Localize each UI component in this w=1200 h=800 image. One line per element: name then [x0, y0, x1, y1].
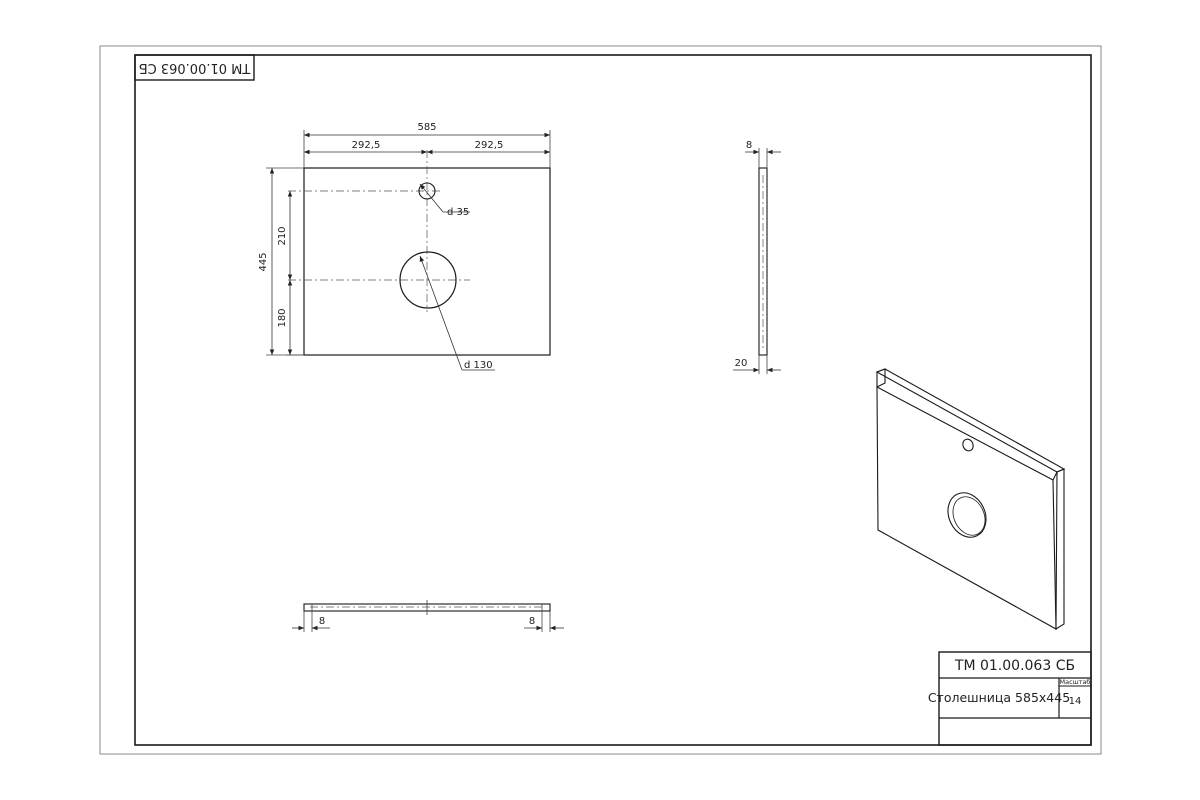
- large-hole-label: d 130: [464, 360, 493, 371]
- dim-lower: 180: [277, 308, 288, 327]
- leader-large-hole: [419, 255, 463, 371]
- isometric-view: [875, 368, 1066, 630]
- dim-total-height: 445: [258, 252, 269, 271]
- countertop-outline: [303, 167, 551, 356]
- small-hole: [418, 182, 436, 200]
- side-dim-top: 8: [746, 140, 752, 151]
- isometric-small-hole: [962, 438, 974, 452]
- bottom-dim-right: 8: [529, 616, 535, 627]
- side-view: 8 20: [733, 140, 781, 374]
- isometric-top-face: [876, 386, 1057, 630]
- leader-small-hole: [419, 183, 444, 213]
- scale-value: 14: [1069, 696, 1082, 707]
- dim-total-width: 585: [417, 122, 436, 133]
- dim-upper: 210: [277, 226, 288, 245]
- small-hole-label: d 35: [447, 207, 469, 218]
- inverted-stamp-code: TM 01.00.063 СБ: [139, 60, 252, 75]
- inverted-stamp: TM 01.00.063 СБ: [134, 54, 255, 81]
- title-block: ТМ 01.00.063 СБ Столешница 585х445 Масшт…: [928, 651, 1092, 746]
- title-block-code: ТМ 01.00.063 СБ: [954, 658, 1075, 674]
- sheet-outer-border: [99, 45, 1102, 755]
- bottom-dim-left: 8: [319, 616, 325, 627]
- large-hole: [399, 251, 457, 309]
- dim-half-right: 292,5: [475, 140, 504, 151]
- front-view: 585 292,5 292,5 445 210 180 d 35 d 130: [258, 122, 551, 371]
- bottom-view: 8 8: [292, 600, 564, 632]
- scale-label: Масштаб: [1060, 678, 1091, 686]
- drawing-frame: [134, 54, 1092, 746]
- title-block-name: Столешница 585х445: [928, 690, 1070, 705]
- side-profile: [758, 167, 768, 356]
- side-dim-bottom: 20: [735, 358, 748, 369]
- isometric-large-hole: [947, 492, 987, 538]
- dim-half-left: 292,5: [352, 140, 381, 151]
